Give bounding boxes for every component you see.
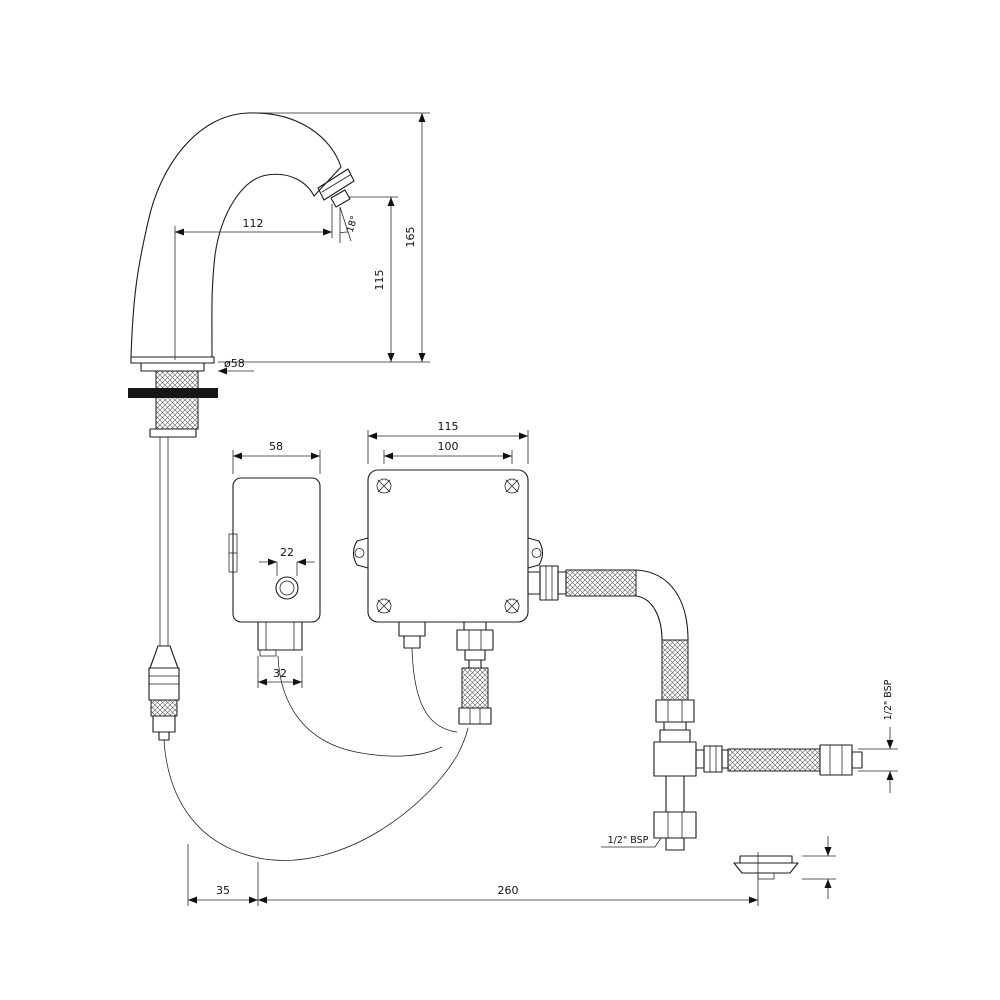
braided-hose-down — [461, 667, 489, 709]
box-outer-width-label: 115 — [438, 420, 459, 433]
base-offset-label: 35 — [216, 884, 230, 897]
dimension-side-thread: 1/2" BSP — [858, 679, 898, 793]
mounting-ears — [352, 537, 544, 569]
bottom-valve-fitting — [456, 621, 494, 725]
outlet-height-label: 115 — [373, 270, 386, 291]
dimension-bottom-thread: 1/2" BSP — [601, 835, 662, 848]
hose-bend — [635, 569, 689, 641]
horizontal-span-label: 260 — [498, 884, 519, 897]
control-unit-foot — [257, 621, 303, 657]
control-box — [352, 469, 637, 725]
dimension-box-inner-width: 100 — [383, 440, 513, 464]
dimension-foot-width: 32 — [257, 656, 303, 688]
total-height-label: 165 — [404, 227, 417, 248]
dimension-base-offset: 35 — [187, 844, 759, 906]
button-diameter-label: 22 — [280, 546, 294, 559]
tee-valve-assembly — [653, 639, 863, 851]
spout-angle-label: 18° — [345, 215, 361, 234]
dimension-total-height: 165 — [218, 112, 430, 363]
control-unit-width-label: 58 — [269, 440, 283, 453]
dimension-box-outer-width: 115 — [367, 420, 529, 464]
bottom-thread-label: 1/2" BSP — [608, 835, 649, 846]
side-thread-label: 1/2" BSP — [883, 679, 894, 720]
corner-screws — [376, 478, 520, 614]
lock-nut — [149, 428, 197, 438]
faucet-spout: 18° — [130, 112, 361, 358]
box-inner-width-label: 100 — [438, 440, 459, 453]
dimension-control-unit-width: 58 — [232, 440, 321, 474]
spout-reach-label: 112 — [243, 217, 264, 230]
aerator — [317, 168, 355, 208]
side-outlet-fitting — [527, 565, 637, 601]
threaded-shank — [155, 370, 199, 430]
deck-section — [128, 388, 218, 398]
control-unit — [228, 477, 321, 657]
spout-angle-annotation: 18° — [339, 206, 361, 243]
sensor-cable — [159, 436, 169, 647]
push-button — [275, 576, 299, 600]
dimension-base-diameter: ø58 — [218, 357, 254, 375]
branch-outlet — [695, 744, 863, 776]
braided-hose-right — [565, 569, 637, 597]
dimension-outlet-height: 115 — [348, 196, 398, 362]
wall-flange — [733, 836, 836, 899]
foot-width-label: 32 — [273, 667, 287, 680]
braided-hose-outlet — [727, 748, 821, 772]
sensor-cable-connector — [148, 645, 180, 741]
dimension-button: 22 — [259, 546, 315, 576]
dimension-spout-reach: 112 — [174, 204, 333, 360]
faucet-base — [128, 356, 218, 647]
dimension-horizontal-span: 260 — [258, 884, 758, 904]
cable-gland — [398, 621, 426, 649]
base-diameter-label: ø58 — [224, 357, 245, 370]
cables — [163, 647, 469, 861]
